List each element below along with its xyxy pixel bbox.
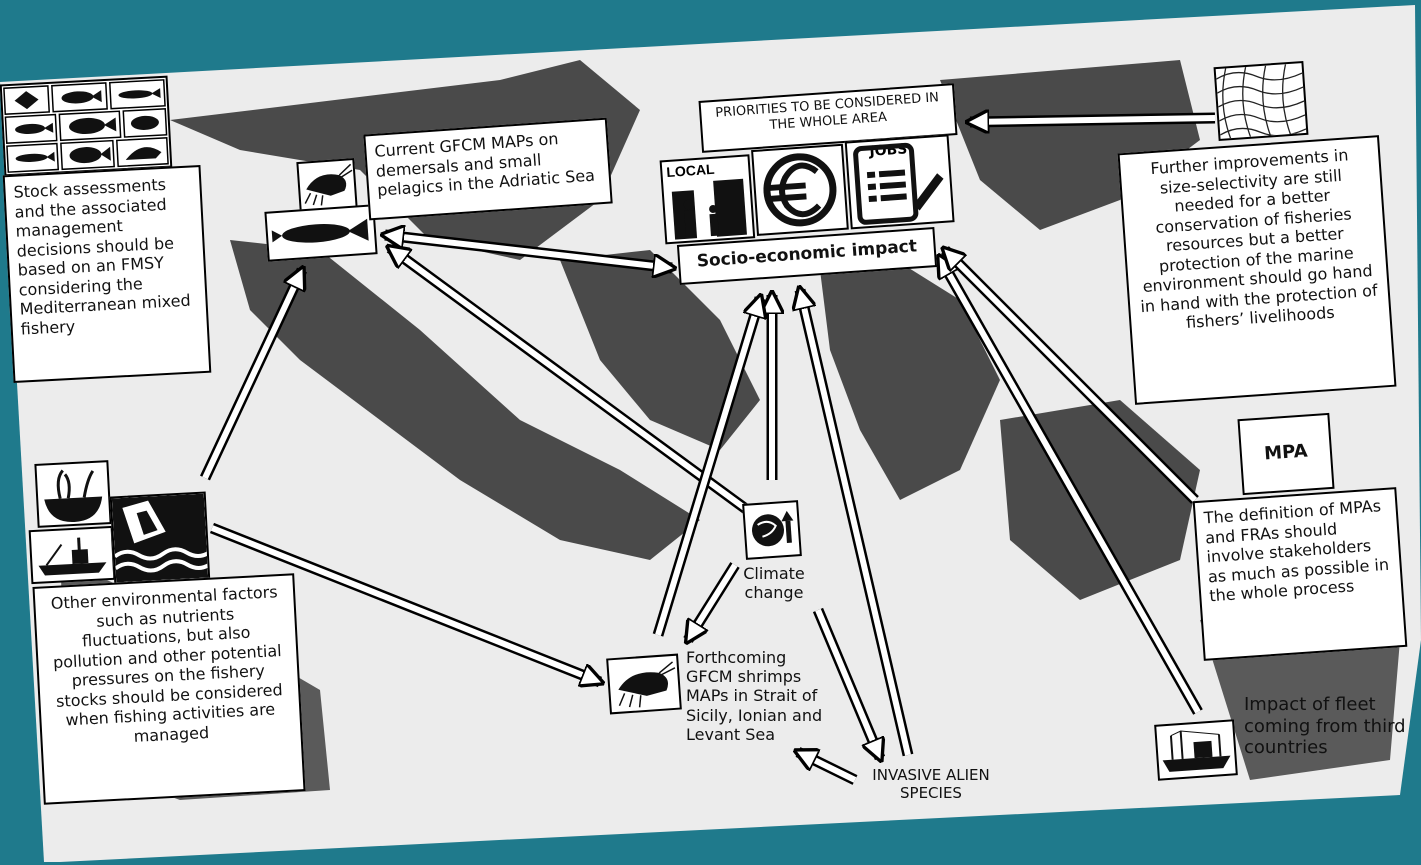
fishing-fleet-icon (1156, 721, 1235, 778)
stock-assessment-text: Stock assessments and the associated man… (13, 175, 191, 338)
globe-thermometer-icon (744, 502, 800, 558)
local-community-icon: LOCAL (660, 154, 756, 244)
adriatic-maps-text: Current GFCM MAPs on demersals and small… (374, 129, 596, 200)
mpa-definition-box: The definition of MPAs and FRAs should i… (1193, 487, 1408, 661)
pollution-shape-icon (112, 494, 208, 583)
family-icon (662, 156, 753, 242)
seagrass-shape-icon (36, 462, 109, 526)
socio-economic-impact-label: Socio-economic impact (696, 236, 917, 271)
priorities-title: PRIORITIES TO BE CONSIDERED IN THE WHOLE… (715, 90, 940, 133)
net-mesh-icon (1216, 63, 1307, 139)
shrimp-shape-icon (298, 160, 355, 210)
euro-symbol-icon (753, 146, 847, 234)
seagrass-icon (34, 460, 111, 528)
shrimp-icon (296, 158, 357, 212)
fish-icon (264, 204, 377, 262)
shrimp-maps-icon (606, 654, 682, 715)
jobs-document-icon (847, 136, 953, 227)
shrimp-shape-icon-2 (608, 656, 679, 713)
euro-icon (751, 144, 849, 236)
trawler-icon (31, 528, 114, 582)
environmental-factors-text: Other environmental factors such as nutr… (50, 582, 283, 745)
invasive-species-label: INVASIVE ALIEN SPECIES (856, 766, 1006, 802)
pollution-waves-icon (110, 492, 210, 585)
fleet-impact-text: Impact of fleet coming from third countr… (1244, 694, 1412, 759)
fleet-icon (1154, 719, 1238, 780)
shrimp-maps-text: Forthcoming GFCM shrimps MAPs in Strait … (686, 648, 834, 744)
climate-change-icon (742, 500, 802, 560)
stock-assessment-box: Stock assessments and the associated man… (3, 165, 212, 383)
selectivity-box: Further improvements in size-selectivity… (1118, 135, 1397, 405)
fishing-net-icon (1214, 61, 1309, 141)
mpa-label-box: MPA (1237, 413, 1334, 495)
fish-silhouettes-icon (2, 78, 170, 174)
adriatic-maps-box: Current GFCM MAPs on demersals and small… (363, 118, 612, 221)
fish-species-grid-icon (0, 76, 172, 177)
environmental-factors-box: Other environmental factors such as nutr… (32, 573, 305, 804)
jobs-icon: JOBS (845, 134, 955, 229)
mpa-label: MPA (1264, 441, 1309, 465)
mpa-definition-text: The definition of MPAs and FRAs should i… (1203, 496, 1389, 605)
ship-icon (29, 526, 116, 584)
climate-change-label: Climate change (730, 564, 818, 602)
fish-shape-icon (267, 206, 376, 259)
selectivity-text: Further improvements in size-selectivity… (1140, 145, 1378, 332)
